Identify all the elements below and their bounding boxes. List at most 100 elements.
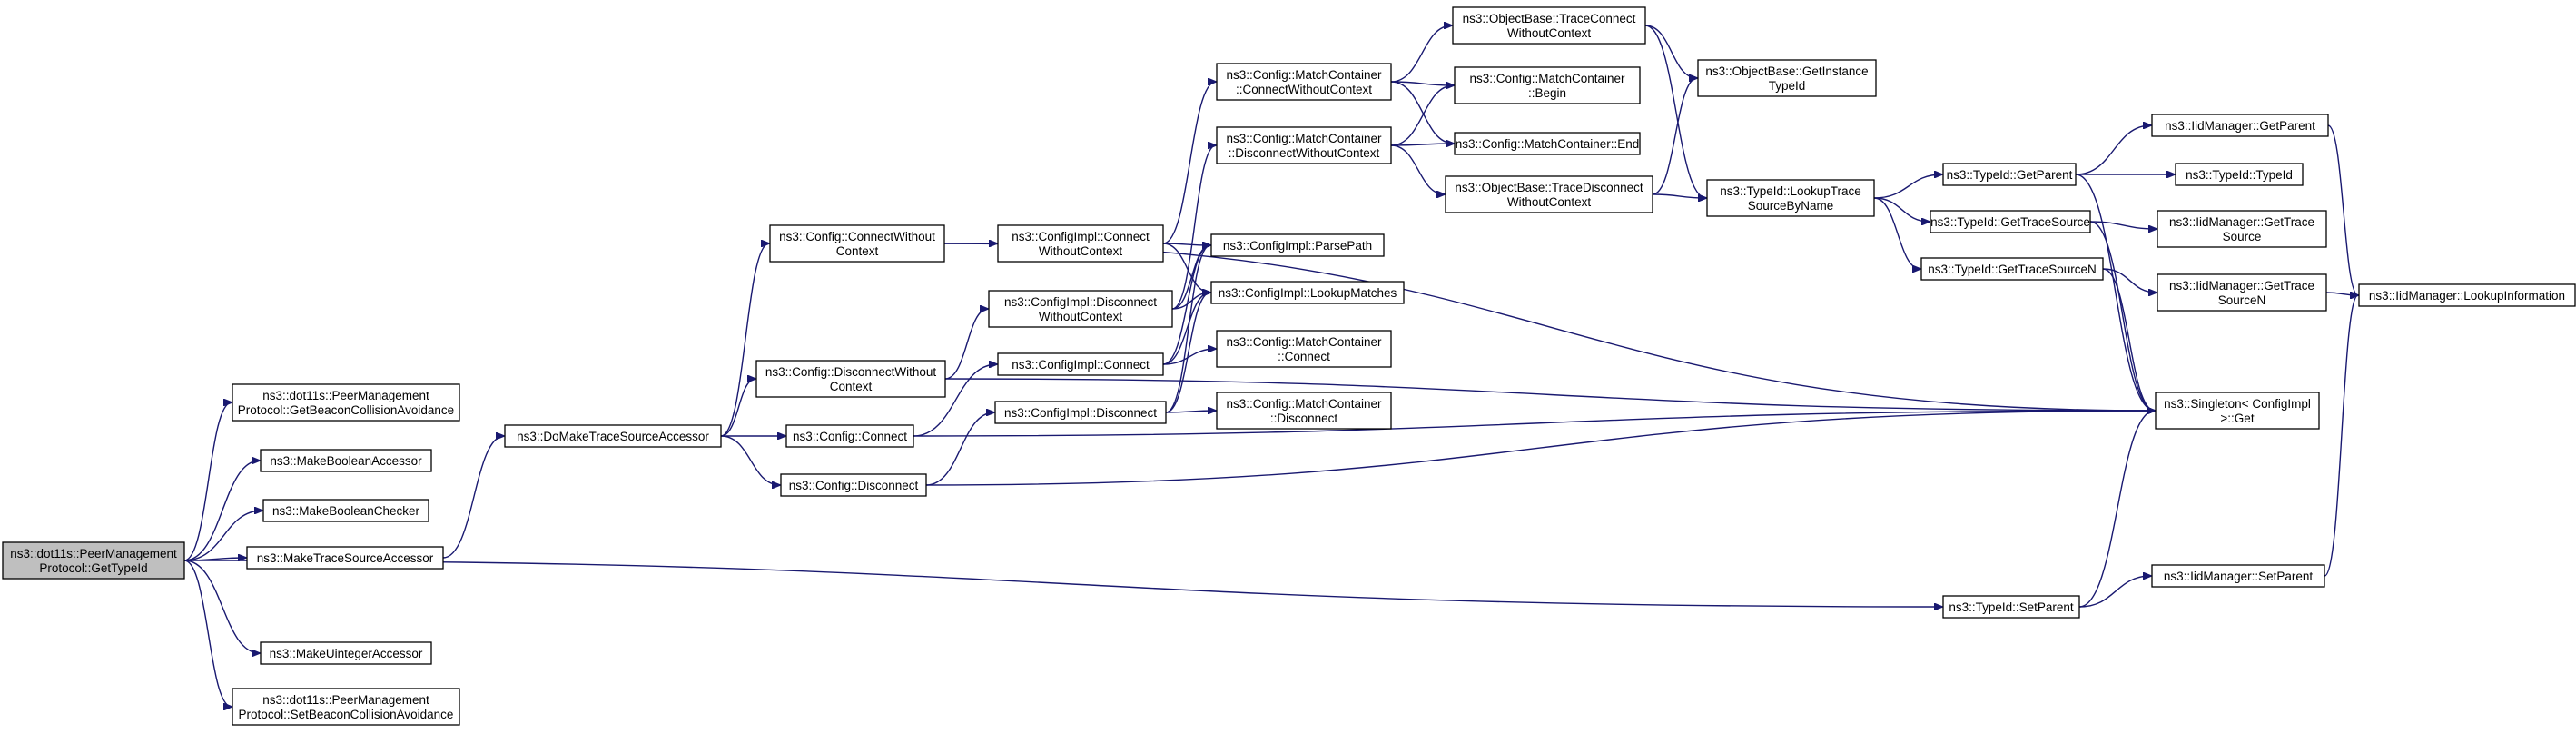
node-implconnwo[interactable]: ns3::ConfigImpl::ConnectWithoutContext bbox=[997, 224, 1164, 263]
node-box bbox=[1454, 66, 1641, 104]
node-iidgettrace[interactable]: ns3::IidManager::GetTraceSource bbox=[2157, 210, 2327, 248]
node-implconn[interactable]: ns3::ConfigImpl::Connect bbox=[997, 352, 1164, 376]
node-cfgconn[interactable]: ns3::Config::Connect bbox=[785, 424, 914, 448]
node-tgettrace[interactable]: ns3::TypeId::GetTraceSource bbox=[1930, 210, 2091, 233]
node-ttypeid[interactable]: ns3::TypeId::TypeId bbox=[2175, 163, 2304, 186]
node-label: ns3::MakeTraceSourceAccessor bbox=[257, 551, 434, 565]
node-label: ns3::IidManager::GetParent bbox=[2165, 119, 2315, 133]
edge-root-to-mkboolacc bbox=[183, 461, 260, 561]
node-box bbox=[1216, 63, 1392, 101]
edge-obtraceconnwo-to-lookuptrace bbox=[1644, 25, 1706, 198]
node-label: ns3::dot11s::PeerManagement bbox=[262, 693, 429, 707]
node-label: ::Begin bbox=[1528, 86, 1566, 100]
node-singleton[interactable]: ns3::Singleton< ConfigImpl >::Get bbox=[2155, 392, 2320, 430]
node-box bbox=[997, 352, 1164, 376]
node-parsepath[interactable]: ns3::ConfigImpl::ParsePath bbox=[1210, 233, 1385, 257]
edge-tgetparent-to-iidgetparent bbox=[2075, 125, 2151, 175]
node-label: ns3::ConfigImpl::Connect bbox=[1012, 230, 1150, 243]
node-label: ns3::IidManager::GetTrace bbox=[2169, 215, 2314, 229]
edge-cfgdisc-to-singleton bbox=[925, 411, 2155, 486]
node-label: ns3::Singleton< ConfigImpl bbox=[2164, 397, 2311, 411]
node-tgettracen[interactable]: ns3::TypeId::GetTraceSourceN bbox=[1920, 257, 2104, 281]
node-box bbox=[2151, 564, 2325, 588]
edge-cfgconn-to-implconn bbox=[913, 364, 997, 437]
node-label: ns3::MakeUintegerAccessor bbox=[270, 647, 423, 660]
node-box bbox=[1445, 175, 1653, 213]
node-box bbox=[2151, 114, 2329, 137]
node-obtraceconnwo[interactable]: ns3::ObjectBase::TraceConnectWithoutCont… bbox=[1452, 6, 1646, 45]
node-mkuint[interactable]: ns3::MakeUintegerAccessor bbox=[260, 641, 432, 665]
node-iidgetparent[interactable]: ns3::IidManager::GetParent bbox=[2151, 114, 2329, 137]
edge-mcconnwo-to-obtraceconnwo bbox=[1390, 25, 1452, 83]
node-label: ns3::TypeId::SetParent bbox=[1949, 600, 2074, 614]
node-mkboolacc[interactable]: ns3::MakeBooleanAccessor bbox=[260, 449, 432, 472]
node-label: ns3::TypeId::GetParent bbox=[1947, 168, 2073, 182]
node-label: ns3::dot11s::PeerManagement bbox=[10, 547, 177, 560]
node-obtracediscwo[interactable]: ns3::ObjectBase::TraceDisconnectWithoutC… bbox=[1445, 175, 1653, 213]
node-label: ns3::Config::Connect bbox=[793, 430, 907, 443]
node-mktrace[interactable]: ns3::MakeTraceSourceAccessor bbox=[246, 546, 444, 570]
node-label: SourceN bbox=[2218, 293, 2266, 307]
node-label: Protocol::GetBeaconCollisionAvoidance bbox=[238, 403, 454, 417]
edge-root-to-tsetparent bbox=[183, 560, 1942, 607]
node-mcend[interactable]: ns3::Config::MatchContainer::End bbox=[1454, 132, 1641, 155]
node-label: ns3::ConfigImpl::Disconnect bbox=[1004, 406, 1157, 420]
node-mcdiscwo[interactable]: ns3::Config::MatchContainer::DisconnectW… bbox=[1216, 126, 1392, 164]
node-iidgettracen[interactable]: ns3::IidManager::GetTraceSourceN bbox=[2157, 273, 2327, 312]
node-mcdisconnect[interactable]: ns3::Config::MatchContainer::Disconnect bbox=[1216, 392, 1392, 430]
node-impldisc[interactable]: ns3::ConfigImpl::Disconnect bbox=[994, 401, 1167, 424]
node-mcconnwo[interactable]: ns3::Config::MatchContainer::ConnectWith… bbox=[1216, 63, 1392, 101]
node-iidsetparent[interactable]: ns3::IidManager::SetParent bbox=[2151, 564, 2325, 588]
node-box bbox=[1706, 179, 1875, 217]
edge-impldisc-to-mcdisconnect bbox=[1165, 411, 1216, 412]
edge-lookuptrace-to-tgettrace bbox=[1873, 197, 1930, 222]
node-box bbox=[2155, 392, 2320, 430]
node-box bbox=[1216, 126, 1392, 164]
node-tsetparent[interactable]: ns3::TypeId::SetParent bbox=[1942, 595, 2080, 619]
node-mkboolchk[interactable]: ns3::MakeBooleanChecker bbox=[262, 499, 429, 522]
node-box bbox=[2358, 283, 2576, 307]
edge-domake-to-cfgdisc bbox=[720, 435, 780, 485]
node-box bbox=[997, 224, 1164, 263]
node-cfgdisc[interactable]: ns3::Config::Disconnect bbox=[780, 473, 927, 497]
node-box bbox=[2, 541, 185, 580]
node-getbeacon[interactable]: ns3::dot11s::PeerManagementProtocol::Get… bbox=[232, 383, 460, 422]
node-tgetparent[interactable]: ns3::TypeId::GetParent bbox=[1942, 163, 2077, 186]
node-mcbegin[interactable]: ns3::Config::MatchContainer::Begin bbox=[1454, 66, 1641, 104]
node-label: ns3::Config::MatchContainer bbox=[1226, 132, 1382, 145]
node-iidlookup[interactable]: ns3::IidManager::LookupInformation bbox=[2358, 283, 2576, 307]
node-domake[interactable]: ns3::DoMakeTraceSourceAccessor bbox=[504, 424, 722, 448]
node-box bbox=[2157, 210, 2327, 248]
node-label: WithoutContext bbox=[1039, 244, 1123, 258]
edge-layer bbox=[183, 25, 2358, 707]
edge-impldiscwo-to-mcdiscwo bbox=[1171, 145, 1216, 310]
node-layer: ns3::dot11s::PeerManagementProtocol::Get… bbox=[2, 6, 2576, 726]
node-label: ns3::Config::DisconnectWithout bbox=[765, 365, 937, 379]
node-box bbox=[232, 688, 460, 726]
node-label: ns3::Config::ConnectWithout bbox=[779, 230, 935, 243]
node-impldiscwo[interactable]: ns3::ConfigImpl::DisconnectWithoutContex… bbox=[988, 290, 1173, 328]
node-label: >::Get bbox=[2220, 412, 2254, 425]
node-cfgconnwo[interactable]: ns3::Config::ConnectWithoutContext bbox=[769, 224, 945, 263]
node-label: ns3::ConfigImpl::Connect bbox=[1012, 358, 1150, 372]
node-label: ::ConnectWithoutContext bbox=[1236, 83, 1372, 96]
node-box bbox=[2157, 273, 2327, 312]
node-box bbox=[1942, 163, 2077, 186]
node-label: WithoutContext bbox=[1507, 195, 1592, 209]
node-mcconnect[interactable]: ns3::Config::MatchContainer::Connect bbox=[1216, 330, 1392, 368]
node-cfgdiscwo[interactable]: ns3::Config::DisconnectWithoutContext bbox=[755, 360, 946, 398]
edge-tsetparent-to-iidsetparent bbox=[2078, 576, 2151, 608]
node-root[interactable]: ns3::dot11s::PeerManagementProtocol::Get… bbox=[2, 541, 185, 580]
node-label: ns3::TypeId::GetTraceSourceN bbox=[1928, 263, 2097, 276]
node-lookupmatches[interactable]: ns3::ConfigImpl::LookupMatches bbox=[1210, 281, 1405, 304]
node-label: ns3::dot11s::PeerManagement bbox=[262, 389, 429, 402]
node-label: ns3::ConfigImpl::Disconnect bbox=[1004, 295, 1157, 309]
node-label: ns3::Config::MatchContainer bbox=[1226, 68, 1382, 82]
node-setbeacon[interactable]: ns3::dot11s::PeerManagementProtocol::Set… bbox=[232, 688, 460, 726]
node-box bbox=[1210, 281, 1405, 304]
node-label: TypeId bbox=[1769, 79, 1806, 93]
node-box bbox=[260, 641, 432, 665]
node-box bbox=[1452, 6, 1646, 45]
